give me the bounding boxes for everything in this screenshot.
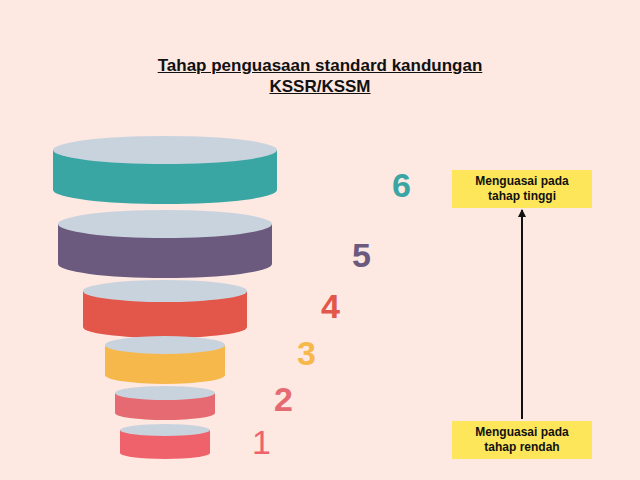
disc-top (83, 280, 247, 302)
level-box: Menguasai pada tahap rendah (452, 421, 592, 459)
box-text: Menguasai pada tahap tinggi (458, 174, 586, 204)
disc-top (120, 424, 210, 436)
level-box: Menguasai pada tahap tinggi (452, 170, 592, 208)
level-number: 6 (392, 167, 411, 203)
diagram-title: Tahap penguasaan standard kandungan KSSR… (120, 55, 520, 97)
level-number: 5 (352, 237, 371, 273)
disc-top (58, 210, 272, 238)
disc-top (53, 136, 277, 164)
disc-top (105, 336, 225, 354)
level-number: 4 (321, 288, 340, 324)
disc-top (115, 386, 215, 400)
box-text: Menguasai pada tahap rendah (458, 425, 586, 455)
level-number: 3 (297, 335, 316, 371)
level-number: 1 (252, 424, 271, 460)
level-arrow (521, 210, 523, 419)
level-number: 2 (274, 381, 293, 417)
